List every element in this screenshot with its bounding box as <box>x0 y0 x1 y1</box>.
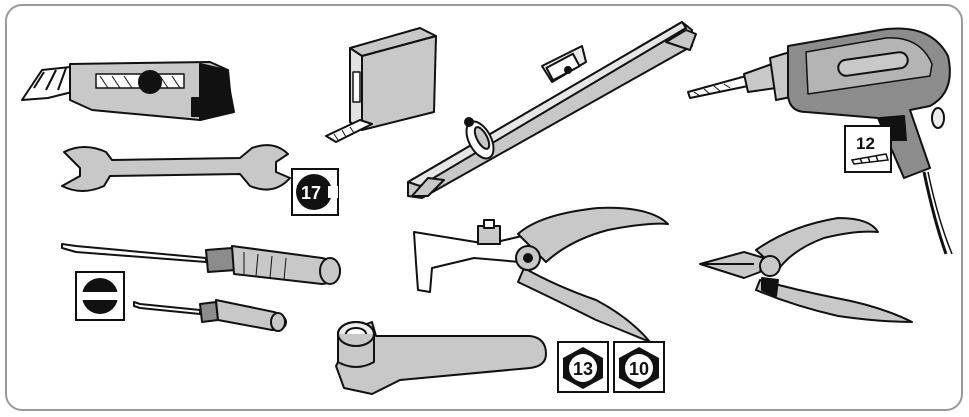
small-flat-screwdriver-icon <box>133 299 287 332</box>
drill-bit-size: 12 <box>856 134 875 153</box>
flat-screwdriver-badge <box>75 271 125 321</box>
wire-stripper-icon <box>413 206 669 343</box>
large-flat-screwdriver-icon <box>61 243 341 285</box>
power-drill-icon <box>687 27 953 255</box>
utility-knife-icon <box>21 61 235 121</box>
wrench-size-badge: 17 <box>291 168 339 216</box>
socket-size-badge-13: 13 <box>557 341 609 393</box>
spirit-level-icon <box>407 21 697 199</box>
side-cutter-pliers-icon <box>699 217 913 323</box>
socket-size-10: 10 <box>629 359 649 379</box>
socket-size-13: 13 <box>573 359 593 379</box>
socket-wrench-icon <box>335 321 547 395</box>
open-end-wrench-icon <box>61 144 291 192</box>
wrench-size: 17 <box>301 183 321 203</box>
drill-bit-icon <box>850 153 890 165</box>
tape-measure-icon <box>325 27 437 143</box>
drill-bit-badge: 12 <box>844 125 892 173</box>
socket-size-badge-10: 10 <box>613 341 665 393</box>
